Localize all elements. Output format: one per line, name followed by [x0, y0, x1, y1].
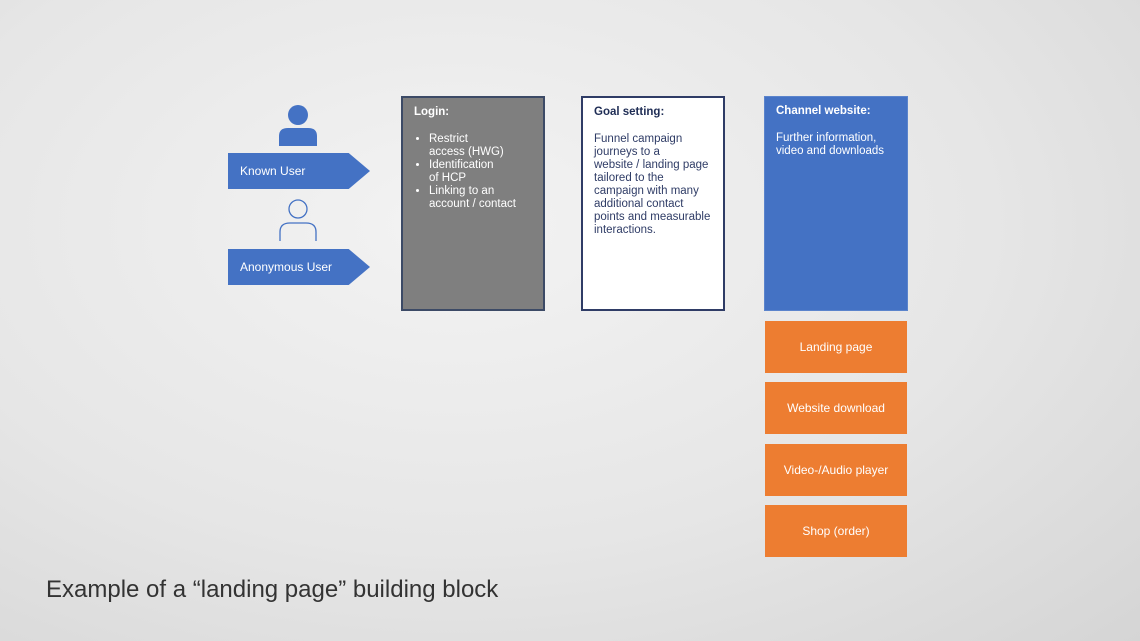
known-user-label: Known User	[240, 164, 306, 178]
known-user-arrow: Known User	[228, 153, 370, 189]
channel-website-box: Channel website: Further information,vid…	[764, 96, 908, 311]
video-audio-player-box: Video-/Audio player	[765, 444, 907, 496]
channel-title: Channel website:	[776, 105, 871, 117]
login-title: Login:	[414, 106, 450, 118]
anonymous-user-icon	[279, 199, 317, 241]
goal-title: Goal setting:	[594, 106, 665, 118]
website-download-box: Website download	[765, 382, 907, 434]
known-user-icon	[279, 105, 317, 146]
anonymous-user-arrow: Anonymous User	[228, 249, 370, 285]
shop-order-box: Shop (order)	[765, 505, 907, 557]
landing-page-box: Landing page	[765, 321, 907, 373]
slide-caption: Example of a “landing page” building blo…	[46, 576, 499, 603]
channel-text: Further information,video and downloads	[776, 132, 885, 157]
anonymous-user-label: Anonymous User	[240, 260, 333, 274]
